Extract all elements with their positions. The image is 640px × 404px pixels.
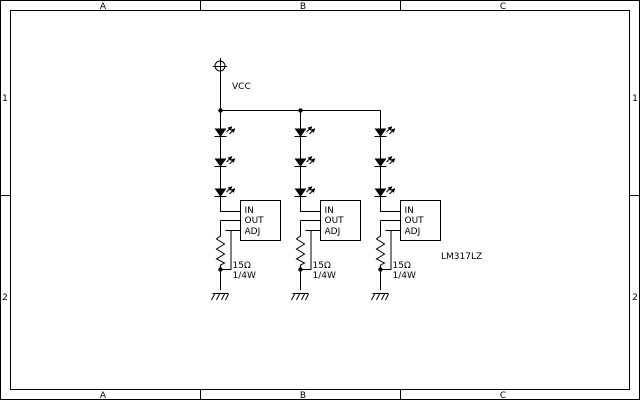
regulator-pin-out: OUT: [325, 216, 345, 226]
resistor-value-label: 15Ω: [393, 261, 411, 271]
led-symbol: [214, 156, 236, 167]
resistor-symbol: [295, 230, 306, 290]
zone-label-bottom-c: C: [500, 391, 506, 400]
zone-label-left-2: 2: [2, 293, 8, 303]
zone-label-bottom-a: A: [100, 391, 107, 400]
led-symbol: [294, 186, 316, 197]
resistor-junction-dot: [218, 267, 223, 272]
ground-symbol: [291, 293, 309, 301]
regulator-pin-adj: ADJ: [405, 227, 421, 237]
resistor-junction-dot: [298, 267, 303, 272]
led-symbol: [294, 126, 316, 137]
resistor-value-label: 15Ω: [313, 261, 331, 271]
resistor-rating-label: 1/4W: [313, 271, 336, 281]
zone-label-top-c: C: [500, 2, 506, 12]
zone-label-right-2: 2: [632, 293, 638, 303]
resistor-value-label: 15Ω: [233, 261, 251, 271]
inner-frame: [10, 10, 630, 390]
led-regulator-branches: INOUTADJ15Ω1/4WINOUTADJ15Ω1/4WINOUTADJ15…: [211, 110, 441, 301]
led-symbol: [214, 126, 236, 137]
zone-label-right-1: 1: [632, 94, 638, 104]
led-symbol: [294, 156, 316, 167]
zone-label-top-a: A: [100, 2, 107, 12]
regulator-pin-in: IN: [405, 206, 414, 216]
resistor-rating-label: 1/4W: [233, 271, 256, 281]
resistor-symbol: [375, 230, 386, 290]
ground-symbol: [371, 293, 389, 301]
zone-label-top-b: B: [300, 2, 306, 12]
regulator-pin-in: IN: [245, 206, 254, 216]
regulator-pin-out: OUT: [245, 216, 265, 226]
zone-label-left-1: 1: [2, 94, 8, 104]
led-symbol: [214, 186, 236, 197]
vcc-label: VCC: [232, 82, 251, 92]
resistor-symbol: [215, 230, 226, 290]
led-symbol: [374, 156, 396, 167]
zone-label-bottom-b: B: [300, 391, 306, 400]
regulator-part-label: LM317LZ: [441, 252, 482, 262]
regulator-pin-out: OUT: [405, 216, 425, 226]
led-symbol: [374, 126, 396, 137]
resistor-junction-dot: [378, 267, 383, 272]
ground-symbol: [211, 293, 229, 301]
led-symbol: [374, 186, 396, 197]
resistor-rating-label: 1/4W: [393, 271, 416, 281]
regulator-pin-adj: ADJ: [245, 227, 261, 237]
regulator-pin-in: IN: [325, 206, 334, 216]
regulator-pin-adj: ADJ: [325, 227, 341, 237]
